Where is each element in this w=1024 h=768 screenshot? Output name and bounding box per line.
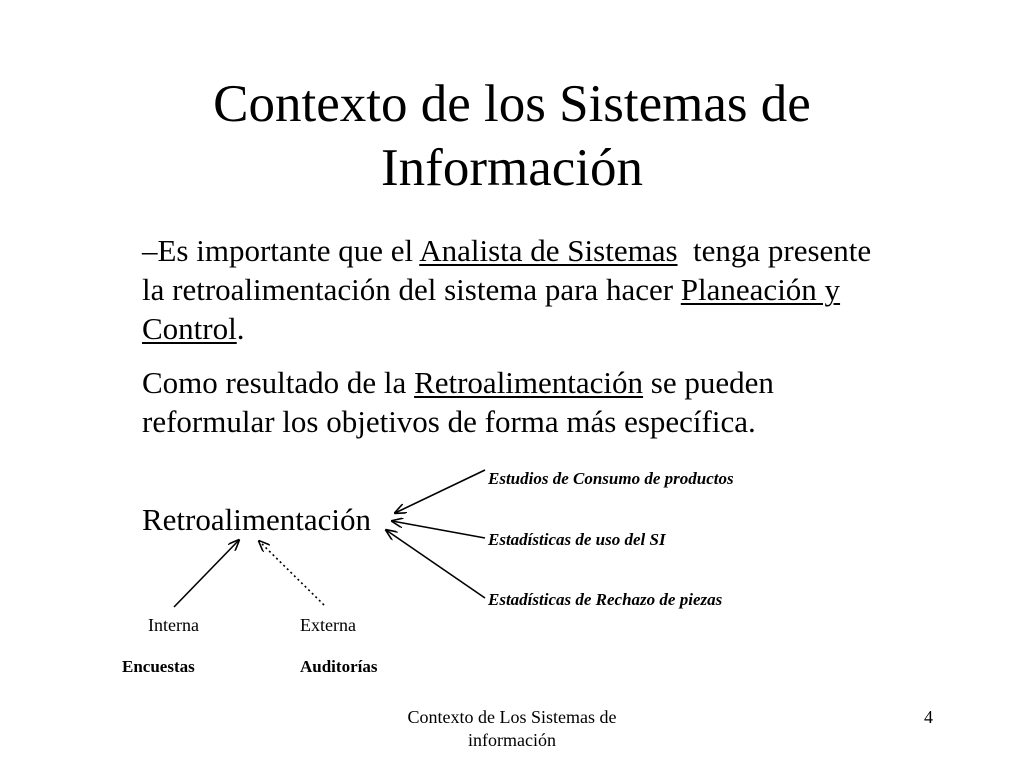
example-auditorias: Auditorías bbox=[300, 657, 378, 676]
paragraph-retro-suffix: se pueden reformular los objetivos de fo… bbox=[142, 365, 774, 439]
source-externa: Externa bbox=[300, 615, 356, 635]
example-encuestas: Encuestas bbox=[122, 657, 195, 676]
arrow-from-interna bbox=[173, 540, 239, 608]
arrow-from-externa bbox=[259, 541, 325, 606]
footer-line-1: Contexto de Los Sistemas de bbox=[407, 707, 617, 727]
paragraph-analista: –Es importante que el Analista de Sistem… bbox=[142, 231, 882, 348]
paragraph-analista-middle: tenga presente la retroalimentación del … bbox=[142, 233, 879, 307]
slide-title: Contexto de los Sistemas de Información bbox=[0, 72, 1024, 200]
analista-de-sistemas-term: Analista de Sistemas bbox=[419, 233, 678, 268]
slide-title-line-2: Información bbox=[381, 139, 643, 197]
retroalimentacion-node: Retroalimentación bbox=[142, 502, 371, 537]
page-number: 4 bbox=[924, 707, 933, 727]
branch-estadisticas-rechazo: Estadísticas de Rechazo de piezas bbox=[488, 590, 723, 609]
slide-title-line-1: Contexto de los Sistemas de bbox=[213, 75, 811, 133]
branch-estudios-consumo: Estudios de Consumo de productos bbox=[488, 469, 734, 488]
paragraph-retro-prefix: Como resultado de la bbox=[142, 365, 415, 400]
footer-text: Contexto de Los Sistemas de información bbox=[372, 706, 652, 752]
footer-line-2: información bbox=[468, 730, 556, 750]
planeacion-y-control-term: Planeación y Control bbox=[142, 272, 841, 346]
retroalimentacion-term: Retroalimentación bbox=[414, 365, 644, 400]
arrow-from-estadisticas-rechazo bbox=[386, 530, 486, 599]
paragraph-analista-suffix: . bbox=[236, 311, 245, 346]
source-interna: Interna bbox=[148, 615, 199, 635]
arrow-from-estadisticas-uso bbox=[392, 521, 486, 539]
branch-estadisticas-uso: Estadísticas de uso del SI bbox=[488, 530, 666, 549]
paragraph-analista-prefix: –Es importante que el bbox=[142, 233, 420, 268]
arrow-from-estudios-consumo bbox=[395, 469, 486, 513]
paragraph-retroalimentacion: Como resultado de la Retroalimentación s… bbox=[142, 363, 882, 441]
